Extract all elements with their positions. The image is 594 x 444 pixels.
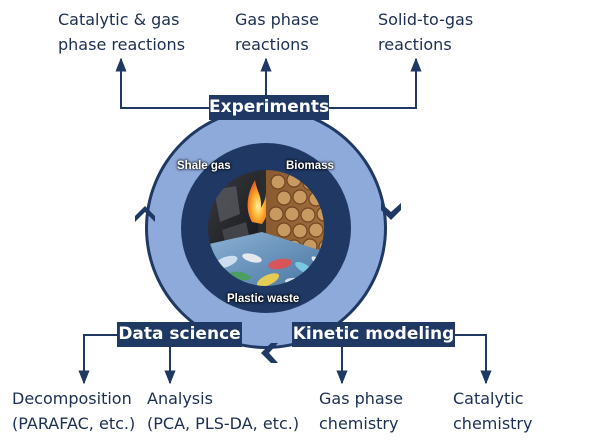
kinetic-modeling-connectors [336, 334, 492, 385]
output-analysis: Analysis (PCA, PLS-DA, etc.) [147, 389, 300, 433]
output-gas-phase-chemistry: Gas phase chemistry [319, 389, 403, 433]
output-catalytic-chemistry: Catalytic chemistry [453, 389, 533, 433]
output-decomposition: Decomposition (PARAFAC, etc.) [12, 389, 136, 433]
plastic-waste-label: Plastic waste [227, 293, 300, 305]
gas-flame [247, 180, 269, 224]
experiments-connectors [115, 57, 422, 109]
connector-catalytic-gas [115, 57, 210, 109]
output-gas-phase-reactions: Gas phase reactions [235, 10, 319, 54]
data-science-connectors [78, 334, 176, 385]
output-solid-to-gas-reactions: Solid-to-gas reactions [378, 10, 474, 54]
biomass-label: Biomass [286, 160, 334, 172]
chevron-down-icon [381, 203, 401, 220]
feedstock-photo [208, 170, 324, 286]
experiments-node: Experiments [209, 95, 329, 120]
connector-solid-to-gas [322, 57, 422, 109]
cycle-arrows [135, 203, 401, 363]
connector-catalytic-chemistry [452, 334, 492, 385]
shale-gas-label: Shale gas [177, 160, 231, 172]
kinetic-modeling-node: Kinetic modeling [292, 322, 455, 347]
connector-decomposition [78, 334, 118, 385]
chevron-left-icon [261, 343, 278, 363]
output-catalytic-gas-phase: Catalytic & gas phase reactions [58, 10, 186, 54]
chevron-up-icon [135, 206, 155, 222]
data-science-node: Data science [117, 322, 242, 347]
